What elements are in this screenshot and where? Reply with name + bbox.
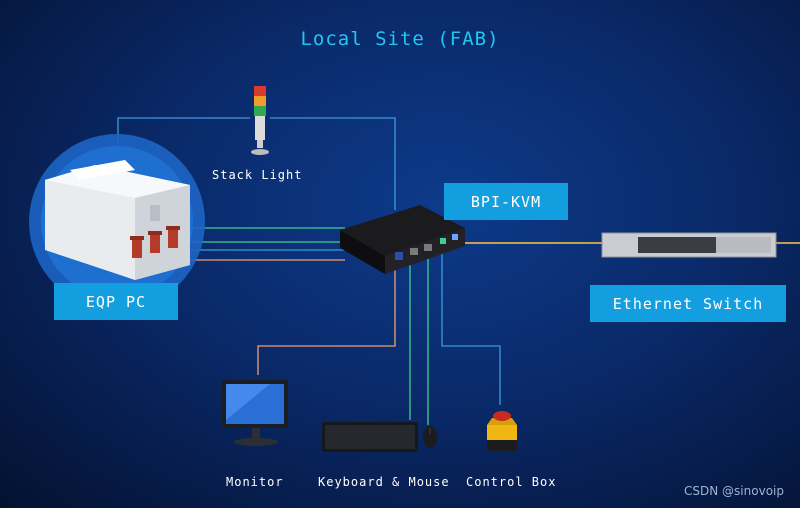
monitor-label: Monitor <box>226 475 284 489</box>
page-title: Local Site (FAB) <box>300 28 500 50</box>
bpi-kvm-label: BPI-KVM <box>444 183 568 220</box>
watermark: CSDN @sinovoip <box>684 484 784 498</box>
control-box-label: Control Box <box>466 475 557 489</box>
monitor-icon <box>222 380 288 446</box>
ethernet-switch-label: Ethernet Switch <box>590 285 786 322</box>
eqp-pc-label: EQP PC <box>54 283 178 320</box>
keyboard-mouse-icon <box>322 422 437 452</box>
kvm-device-icon <box>340 205 465 274</box>
ethernet-switch-icon <box>601 232 777 258</box>
wire-kvm-controlbox <box>441 248 501 405</box>
keyboard-mouse-label: Keyboard & Mouse <box>318 475 450 489</box>
stack-light-label: Stack Light <box>212 168 303 182</box>
control-box-icon <box>487 411 517 451</box>
stack-light-icon <box>251 86 269 155</box>
eqp-pc-icon <box>29 134 205 310</box>
wire-stacklight-kvm <box>270 117 396 210</box>
wire-kvm-monitor <box>257 255 396 375</box>
